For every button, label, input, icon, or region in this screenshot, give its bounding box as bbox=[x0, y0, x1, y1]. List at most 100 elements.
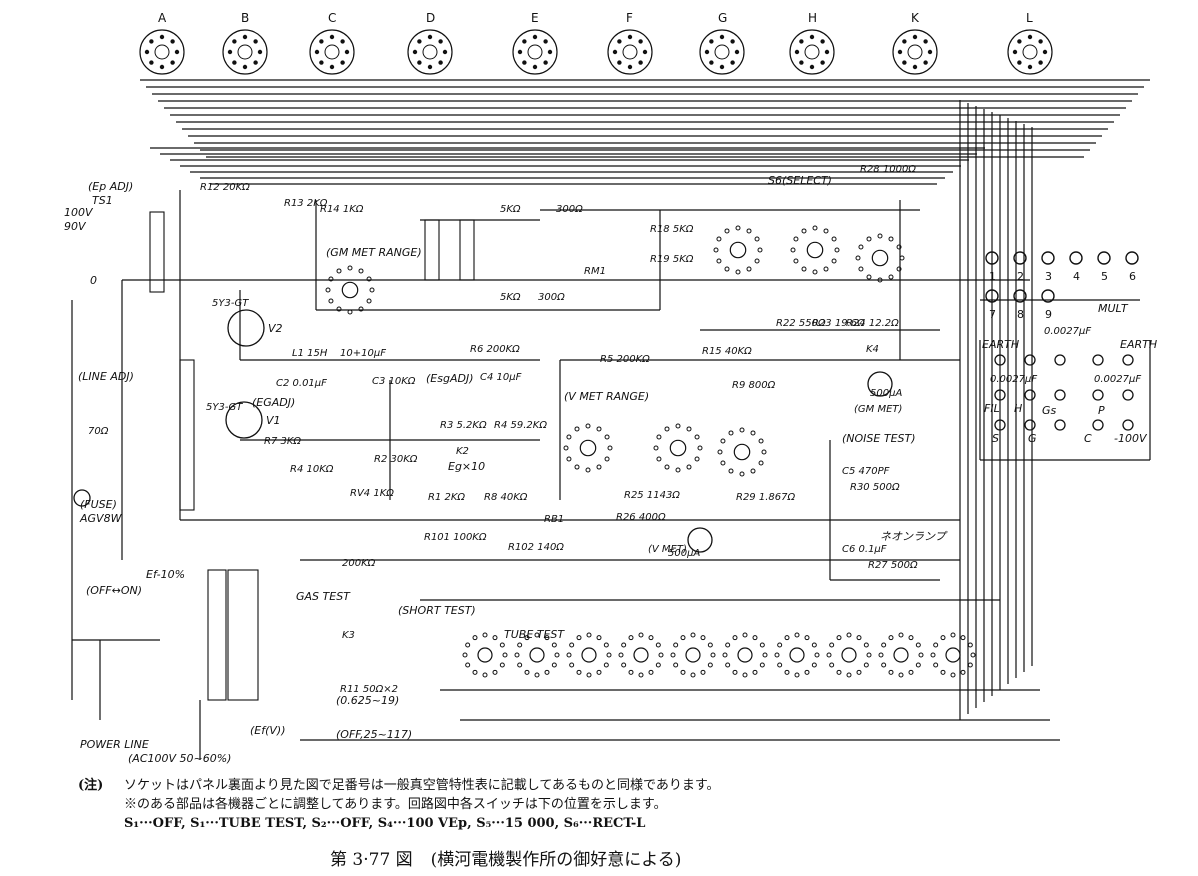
component-label: R18 5KΩ bbox=[650, 224, 694, 235]
socket-pin bbox=[820, 60, 825, 65]
component-label: R24 12.2Ω bbox=[846, 318, 899, 329]
component-label: 0.0027μF bbox=[990, 374, 1037, 385]
socket-pin bbox=[522, 60, 527, 65]
socket-pin bbox=[799, 60, 804, 65]
component-label: R102 140Ω bbox=[508, 542, 564, 553]
socket-pin bbox=[927, 49, 933, 55]
switch-contact bbox=[328, 298, 334, 304]
socket-pin bbox=[1038, 39, 1043, 44]
switch-contact bbox=[697, 445, 703, 451]
switch-contact bbox=[347, 265, 353, 271]
socket-pin bbox=[638, 60, 643, 65]
switch-contact bbox=[569, 662, 575, 668]
socket-key bbox=[907, 44, 923, 60]
socket-pin bbox=[719, 64, 725, 70]
socket-pin bbox=[417, 60, 422, 65]
switch-contact bbox=[742, 672, 748, 678]
switch-contact bbox=[618, 652, 624, 658]
socket-pin bbox=[1017, 39, 1022, 44]
meter bbox=[867, 371, 893, 397]
switch-contact bbox=[881, 642, 887, 648]
socket-pin bbox=[319, 39, 324, 44]
switch-contact bbox=[746, 228, 752, 234]
socket-pin bbox=[417, 39, 422, 44]
ep-adj-label: (Ep ADJ) bbox=[88, 180, 133, 193]
socket-pin bbox=[319, 60, 324, 65]
component-label: C5 470PF bbox=[842, 466, 890, 477]
switch-contact bbox=[638, 672, 644, 678]
socket-pin bbox=[159, 64, 165, 70]
switch-contact bbox=[752, 635, 758, 641]
switch-contact bbox=[834, 247, 840, 253]
switch-contact bbox=[607, 445, 613, 451]
switch-contact bbox=[881, 662, 887, 668]
socket-pin bbox=[517, 49, 523, 55]
fil-label: FIL bbox=[984, 402, 1000, 415]
esgadj-label: (EsgADJ) bbox=[426, 372, 474, 385]
switch-contact bbox=[656, 434, 662, 440]
switch-contact bbox=[576, 635, 582, 641]
socket-key bbox=[1022, 44, 1038, 60]
socket-label: F bbox=[626, 11, 633, 25]
switch-contact bbox=[502, 652, 508, 658]
tube-socket bbox=[699, 29, 745, 75]
component-label: RM1 bbox=[584, 266, 606, 277]
eg-x10-label: Eg×10 bbox=[448, 460, 485, 473]
transformer-winding bbox=[227, 569, 259, 701]
ef-v-label: (Ef(V)) bbox=[250, 724, 286, 737]
v0-label: 0 bbox=[90, 274, 97, 287]
fuse bbox=[73, 489, 91, 507]
component-label: 5Y3-GT bbox=[206, 402, 243, 413]
gm-range-label: (GM MET RANGE) bbox=[326, 246, 422, 259]
binding-post bbox=[1041, 289, 1055, 303]
switch-contact bbox=[604, 434, 610, 440]
binding-post bbox=[1069, 251, 1083, 265]
rotary-switch bbox=[477, 647, 493, 663]
switch-contact bbox=[366, 298, 372, 304]
component-label: R5 200KΩ bbox=[600, 354, 650, 365]
socket-pin bbox=[344, 49, 350, 55]
switch-contact bbox=[713, 247, 719, 253]
switch-contact bbox=[720, 460, 726, 466]
component-label: R26 400Ω bbox=[616, 512, 666, 523]
electrode-terminal bbox=[994, 419, 1006, 431]
notes-line-2: ※のある部品は各機器ごとに調整してあります。回路図中各スイッチは下の位置を示しま… bbox=[124, 797, 667, 812]
rotary-switch bbox=[633, 647, 649, 663]
switch-contact bbox=[918, 652, 924, 658]
switch-contact bbox=[675, 423, 681, 429]
electrode-terminal bbox=[994, 389, 1006, 401]
wiring bbox=[71, 79, 1151, 760]
switch-contact bbox=[746, 266, 752, 272]
socket-pin bbox=[794, 49, 800, 55]
switch-contact bbox=[606, 652, 612, 658]
switch-contact bbox=[898, 672, 904, 678]
switch-contact bbox=[732, 669, 738, 675]
socket-pin bbox=[227, 49, 233, 55]
switch-contact bbox=[336, 306, 342, 312]
switch-contact bbox=[888, 635, 894, 641]
component-label: R29 1.867Ω bbox=[736, 492, 795, 503]
component-label: R30 500Ω bbox=[850, 482, 900, 493]
switch-contact bbox=[472, 635, 478, 641]
switch-contact bbox=[596, 669, 602, 675]
rotary-switch bbox=[529, 647, 545, 663]
switch-contact bbox=[856, 669, 862, 675]
electrode-terminal bbox=[1054, 354, 1066, 366]
component-label: 5KΩ bbox=[500, 204, 521, 215]
socket-key bbox=[154, 44, 170, 60]
socket-label: G bbox=[718, 11, 727, 25]
switch-contact bbox=[728, 468, 734, 474]
fuse-rating-label: AGV8W bbox=[79, 512, 123, 525]
socket-pin bbox=[149, 60, 154, 65]
switch-contact bbox=[700, 669, 706, 675]
component-label: R19 5KΩ bbox=[650, 254, 694, 265]
switch-contact bbox=[544, 669, 550, 675]
electrode-terminal bbox=[1122, 354, 1134, 366]
electrode-terminal bbox=[1024, 389, 1036, 401]
egadj-label: (EGADJ) bbox=[252, 396, 295, 409]
socket-label: D bbox=[426, 11, 435, 25]
switch-contact bbox=[369, 287, 375, 293]
socket-pin bbox=[809, 64, 815, 70]
switch-contact bbox=[658, 652, 664, 658]
binding-post bbox=[1125, 251, 1139, 265]
